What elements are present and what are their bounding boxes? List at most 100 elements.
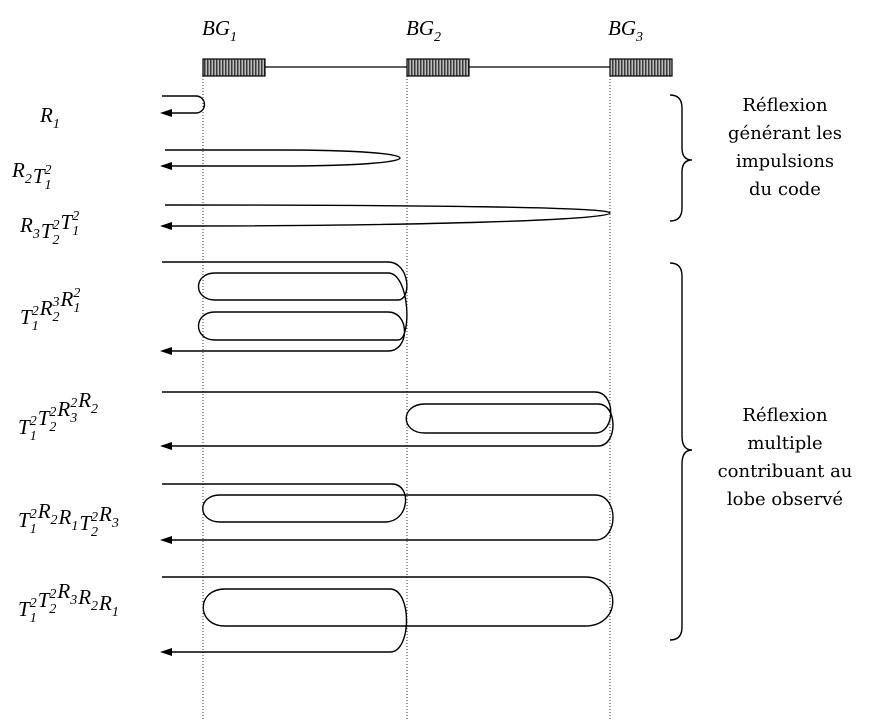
arrowhead-t1-r2-r1-t2-r3 [160,536,172,544]
formula-subscript: 1 [72,224,79,239]
arrowhead-r1 [160,109,172,117]
formula-superscript: 2 [72,209,79,224]
formula-subscript: 2 [53,233,60,248]
reflection-path-r1 [162,95,206,114]
formula-subscript: 2 [91,599,98,614]
grating-bg2 [406,58,470,77]
formula-letter: R [11,158,25,182]
grating-label-bg3: BG3 [608,16,643,45]
formula-subscript: 1 [30,429,37,444]
formula-superscript: 2 [53,218,60,233]
reflection-path-r2-t1 [165,149,401,167]
formula-superscript: 2 [30,507,37,522]
formula-subscript: 2 [25,172,32,187]
formula-subscript: 2 [91,402,98,417]
arrowhead-r2-t1 [160,162,172,170]
formula-subscript: 1 [30,611,37,626]
formula-letter: T [20,305,33,329]
arrowhead-t1-t2-r3-r2-r1 [160,648,172,656]
formula-letter: T [18,508,31,532]
group-label-multiple: Réflexion multiple contribuant au lobe o… [700,402,870,514]
formula-letter: T [38,406,51,430]
reflection-path-t1-r2-r1 [162,261,408,352]
formula-subscript: 2 [49,602,56,617]
formula-letter: R [98,591,112,615]
formula-subscript: 1 [53,117,60,132]
arrowhead-r3-t2-t1 [160,222,172,230]
arrowhead-t1-r2-r1 [160,347,172,355]
formula-letter: R [56,579,70,603]
formula-superscript: 2 [70,396,77,411]
formula-letter: T [33,164,46,188]
grating-label-bg2: BG2 [406,16,441,45]
reflection-label: T12T22R3R2R1 [18,579,119,626]
formula-letter: T [38,588,51,612]
formula-letter: R [77,388,91,412]
formula-subscript: 1 [112,605,119,620]
formula-letter: R [37,499,51,523]
formula-subscript: 2 [53,310,60,325]
reflection-label: R1 [39,103,60,132]
group-label-line: contribuant au [717,461,853,482]
formula-letter: T [41,219,54,243]
formula-letter: T [18,415,31,439]
group-label-line: multiple [747,433,823,454]
arrowheads [160,109,172,656]
group-label-line: du code [749,179,821,200]
reflection-path-t1-r2-r1-t2-r3 [162,483,614,541]
formula-letter: R [60,287,74,311]
formula-subscript: 3 [32,227,40,242]
formula-letter: R [39,296,53,320]
reflection-label: T12R2R1T22R3 [18,499,119,540]
group-label-line: générant les [728,123,842,144]
formula-letter: R [39,103,53,127]
formula-subscript: 2 [91,525,98,540]
formula-subscript: 1 [71,519,78,534]
group-label-line: Réflexion [742,405,828,426]
formula-letter: R [56,397,70,421]
formula-superscript: 2 [30,414,37,429]
formula-subscript: 3 [69,593,77,608]
formula-letter: R [98,502,112,526]
formula-superscript: 2 [45,163,52,178]
reflection-path-t1-t2-r3-r2-r1 [162,576,614,653]
grating-bg3 [609,58,673,77]
reflection-label: R3T22T12 [19,209,79,248]
group-label-line: impulsions [735,151,835,172]
formula-superscript: 2 [91,510,98,525]
reflection-label: T12T22R32R2 [18,388,98,444]
brace-multiple [669,262,693,641]
formula-letter: R [58,505,72,529]
formula-superscript: 2 [49,405,56,420]
formula-letter: R [77,585,91,609]
arrowhead-t1-t2-r3-r2 [160,442,172,450]
reflection-label: R2T12 [11,158,52,193]
formula-subscript: 1 [73,301,80,316]
formula-letter: T [79,511,92,535]
formula-subscript: 1 [30,522,37,537]
formula-superscript: 2 [73,286,80,301]
reflection-labels: R1 R2T12 R3T22T12 T12R23R12 T12T22R32R2 … [11,103,119,626]
reflection-label: T12R23R12 [20,286,80,334]
reflection-path-r3-t2-t1 [164,204,611,227]
formula-subscript: 3 [111,516,119,531]
formula-superscript: 2 [30,596,37,611]
group-label-line: Réflexion [742,95,828,116]
grating-label-bg1: BG1 [202,16,237,45]
formula-subscript: 1 [32,319,39,334]
brace-code [669,94,693,222]
formula-subscript: 2 [51,513,58,528]
formula-letter: T [18,597,31,621]
formula-subscript: 3 [69,411,77,426]
formula-letter: R [19,213,33,237]
reflection-path-t1-t2-r3-r2 [162,391,614,447]
formula-subscript: 1 [45,178,52,193]
group-label-line: lobe observé [726,489,844,510]
grating-bg1 [202,58,266,77]
formula-letter: T [61,210,74,234]
formula-superscript: 3 [52,295,60,310]
formula-superscript: 2 [32,304,39,319]
group-label-code: Réflexion générant les impulsions du cod… [700,92,870,204]
formula-superscript: 2 [49,587,56,602]
